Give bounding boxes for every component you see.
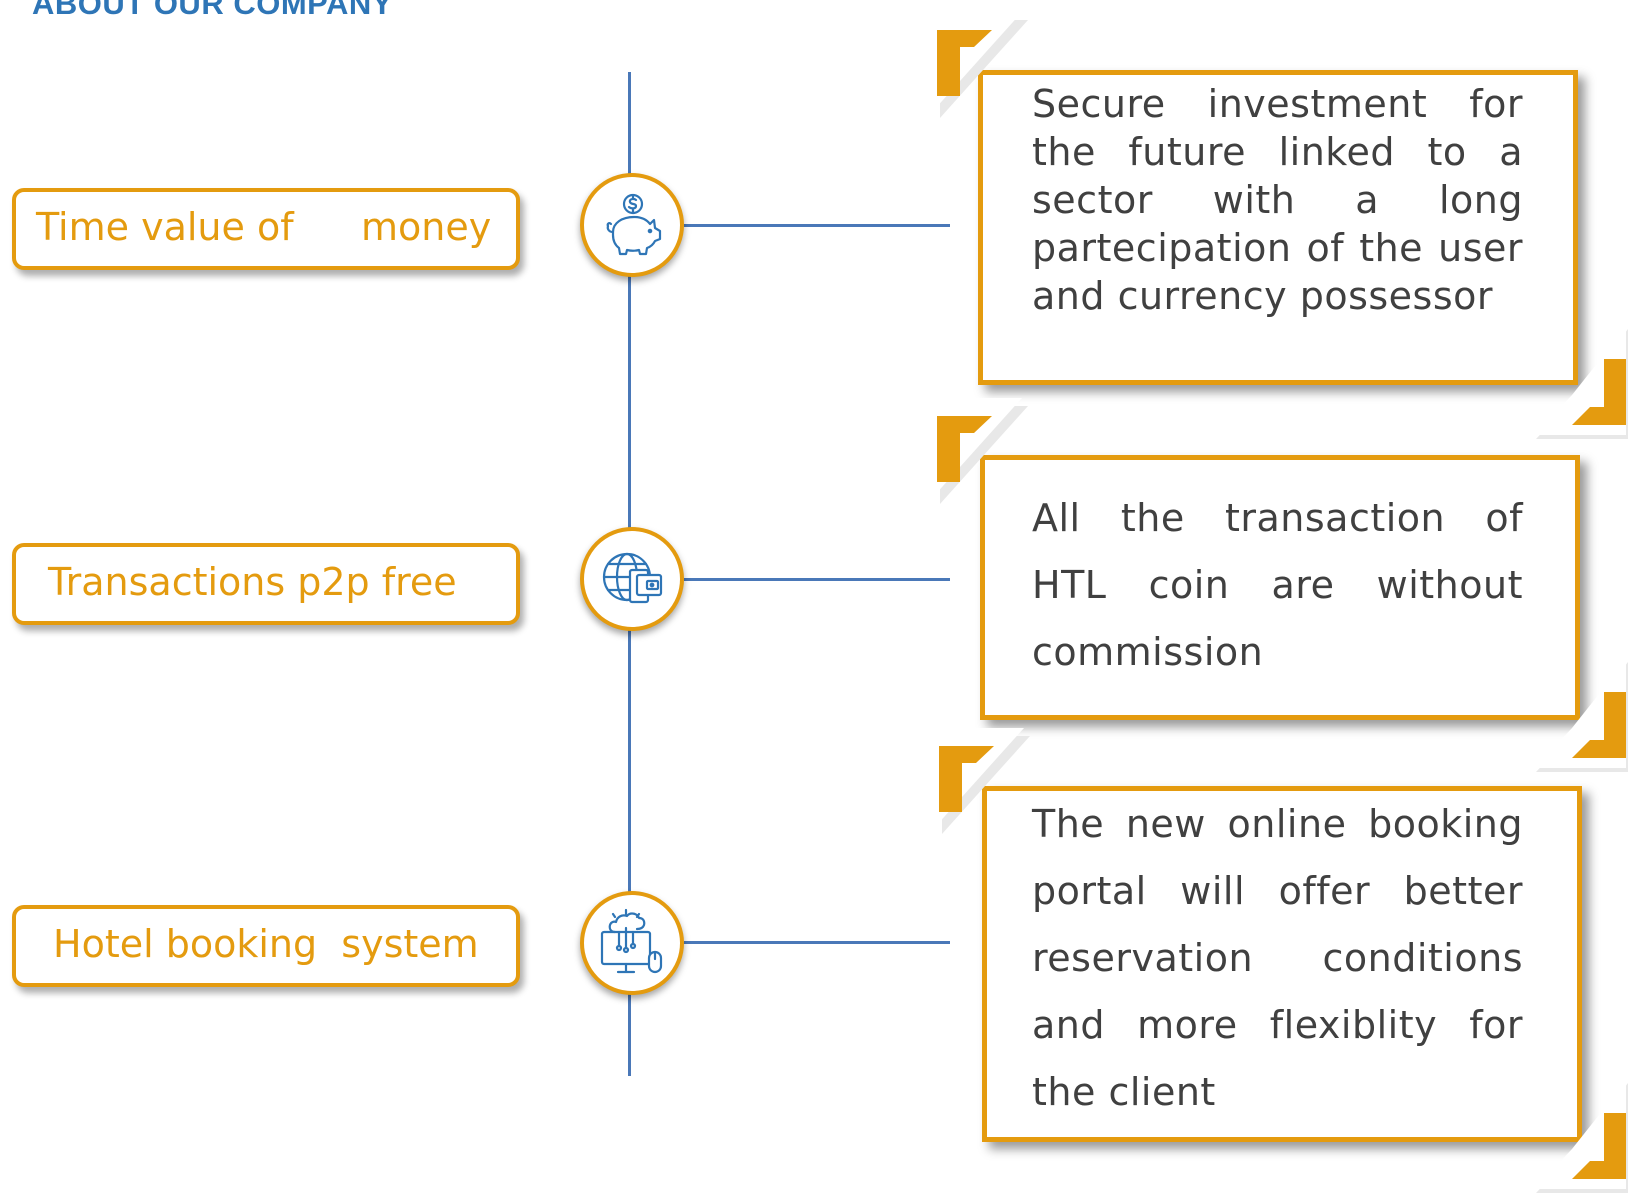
description-card-1	[978, 70, 1578, 385]
feature-label-hotel-booking: Hotel booking system	[12, 905, 520, 987]
corner-bracket-top-left-2	[934, 398, 1028, 504]
description-text-2: All the transaction of HTL coin are with…	[1032, 496, 1523, 674]
feature-label-time-value: Time value of money	[12, 188, 520, 270]
description-text-3: The new online booking portal will offer…	[1032, 802, 1523, 1114]
piggy-bank-icon	[606, 193, 662, 256]
connector-line-1	[684, 224, 950, 227]
feature-label-text: money	[361, 205, 492, 250]
feature-label-transactions: Transactions p2p free	[12, 543, 520, 625]
connector-line-3	[684, 941, 950, 944]
description-text-1: Secure investment for the future linked …	[1032, 82, 1523, 318]
description-card-2	[980, 455, 1580, 720]
feature-label-text: Time value of	[36, 205, 294, 250]
corner-bracket-bottom-right-2	[1534, 660, 1628, 772]
page-title: ABOUT OUR COMPANY	[32, 0, 393, 21]
timeline-node-2	[580, 527, 684, 631]
description-card-3	[982, 786, 1582, 1142]
feature-label-text: Transactions p2p free	[48, 560, 457, 605]
timeline-node-1	[580, 173, 684, 277]
feature-label-text: Hotel booking system	[53, 922, 479, 967]
corner-bracket-top-left-3	[936, 728, 1030, 834]
globe-wallet-icon	[602, 552, 663, 604]
corner-bracket-bottom-right-1	[1534, 327, 1628, 439]
connector-line-2	[684, 578, 950, 581]
timeline-node-3	[580, 891, 684, 995]
corner-bracket-bottom-right-3	[1534, 1081, 1628, 1193]
corner-bracket-top-left-1	[934, 12, 1028, 118]
cloud-computer-icon	[600, 908, 663, 974]
